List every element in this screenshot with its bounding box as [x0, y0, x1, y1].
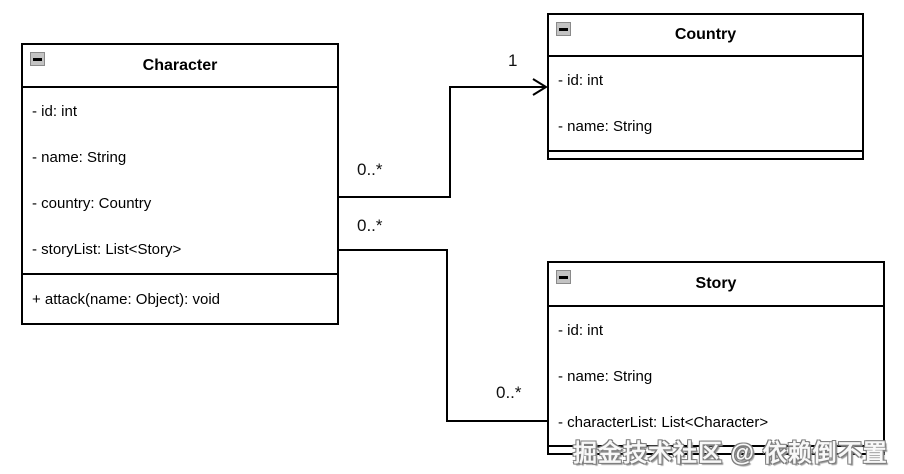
minus-glyph — [559, 275, 568, 279]
collapse-minus-icon[interactable] — [30, 52, 45, 66]
minus-glyph — [559, 27, 568, 31]
attributes-compartment: - id: int - name: String - characterList… — [549, 307, 883, 445]
multiplicity-label: 0..* — [496, 383, 522, 402]
multiplicity-label: 0..* — [357, 216, 383, 235]
method-row: + attack(name: Object): void — [32, 290, 220, 308]
class-box-country[interactable]: Country - id: int - name: String — [547, 13, 864, 160]
attributes-compartment: - id: int - name: String — [549, 57, 862, 150]
class-box-character[interactable]: Character - id: int - name: String - cou… — [21, 43, 339, 325]
open-arrowhead-icon — [532, 78, 548, 96]
attribute-row: - name: String — [558, 118, 653, 136]
methods-compartment-empty — [549, 445, 883, 453]
attribute-row: - country: Country — [32, 195, 152, 213]
class-title-country: Country — [549, 15, 862, 57]
class-title-character: Character — [23, 45, 337, 88]
attribute-row: - name: String — [558, 367, 653, 385]
class-title-story: Story — [549, 263, 883, 307]
attribute-row: - id: int — [32, 102, 78, 120]
attribute-row: - characterList: List<Character> — [558, 413, 769, 431]
collapse-minus-icon[interactable] — [556, 270, 571, 284]
attribute-row: - name: String — [32, 148, 127, 166]
class-box-story[interactable]: Story - id: int - name: String - charact… — [547, 261, 885, 455]
attribute-row: - storyList: List<Story> — [32, 241, 182, 259]
attributes-compartment: - id: int - name: String - country: Coun… — [23, 88, 337, 273]
collapse-minus-icon[interactable] — [556, 22, 571, 36]
methods-compartment: + attack(name: Object): void — [23, 273, 337, 323]
minus-glyph — [33, 57, 42, 61]
attribute-row: - id: int — [558, 71, 604, 89]
class-name: Story — [695, 275, 737, 292]
class-name: Character — [142, 56, 218, 74]
methods-compartment-empty — [549, 150, 862, 158]
class-name: Country — [674, 26, 737, 43]
multiplicity-label: 0..* — [357, 160, 383, 179]
attribute-row: - id: int — [558, 321, 604, 339]
multiplicity-label: 1 — [508, 51, 518, 70]
watermark-text: 掘金技术社区 @ 依赖倒不置 — [573, 440, 888, 467]
